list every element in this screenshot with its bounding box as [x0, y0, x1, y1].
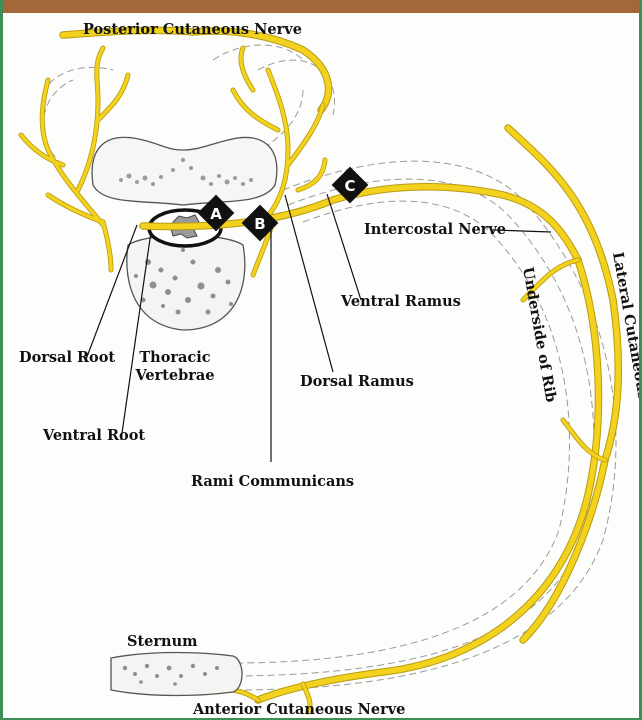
label-underside-of-rib: Underside of Rib — [519, 266, 560, 404]
label-dorsal-ramus: Dorsal Ramus — [300, 373, 414, 390]
svg-text:A: A — [210, 205, 222, 223]
label-thoracic: Thoracic — [139, 349, 210, 366]
svg-text:B: B — [254, 215, 265, 233]
label-posterior-cutaneous-nerve: Posterior Cutaneous Nerve — [83, 21, 302, 38]
label-rami-communicans: Rami Communicans — [191, 473, 354, 490]
vertebral-arch — [92, 137, 277, 205]
label-ventral-root: Ventral Root — [42, 427, 145, 444]
label-vertebrae: Vertebrae — [134, 367, 214, 384]
label-anterior-cutaneous-nerve: Anterior Cutaneous Nerve — [192, 701, 405, 718]
label-ventral-ramus: Ventral Ramus — [340, 293, 461, 310]
label-sternum: Sternum — [127, 633, 198, 650]
nerve-diagram: A B C Posterior Cutaneous Nerve Intercos… — [3, 0, 639, 718]
vertebral-body — [127, 235, 245, 330]
svg-text:C: C — [344, 177, 355, 195]
label-dorsal-root: Dorsal Root — [19, 349, 115, 366]
label-intercostal-nerve: Intercostal Nerve — [364, 221, 506, 238]
sternum — [111, 653, 242, 696]
nerves — [21, 30, 618, 712]
